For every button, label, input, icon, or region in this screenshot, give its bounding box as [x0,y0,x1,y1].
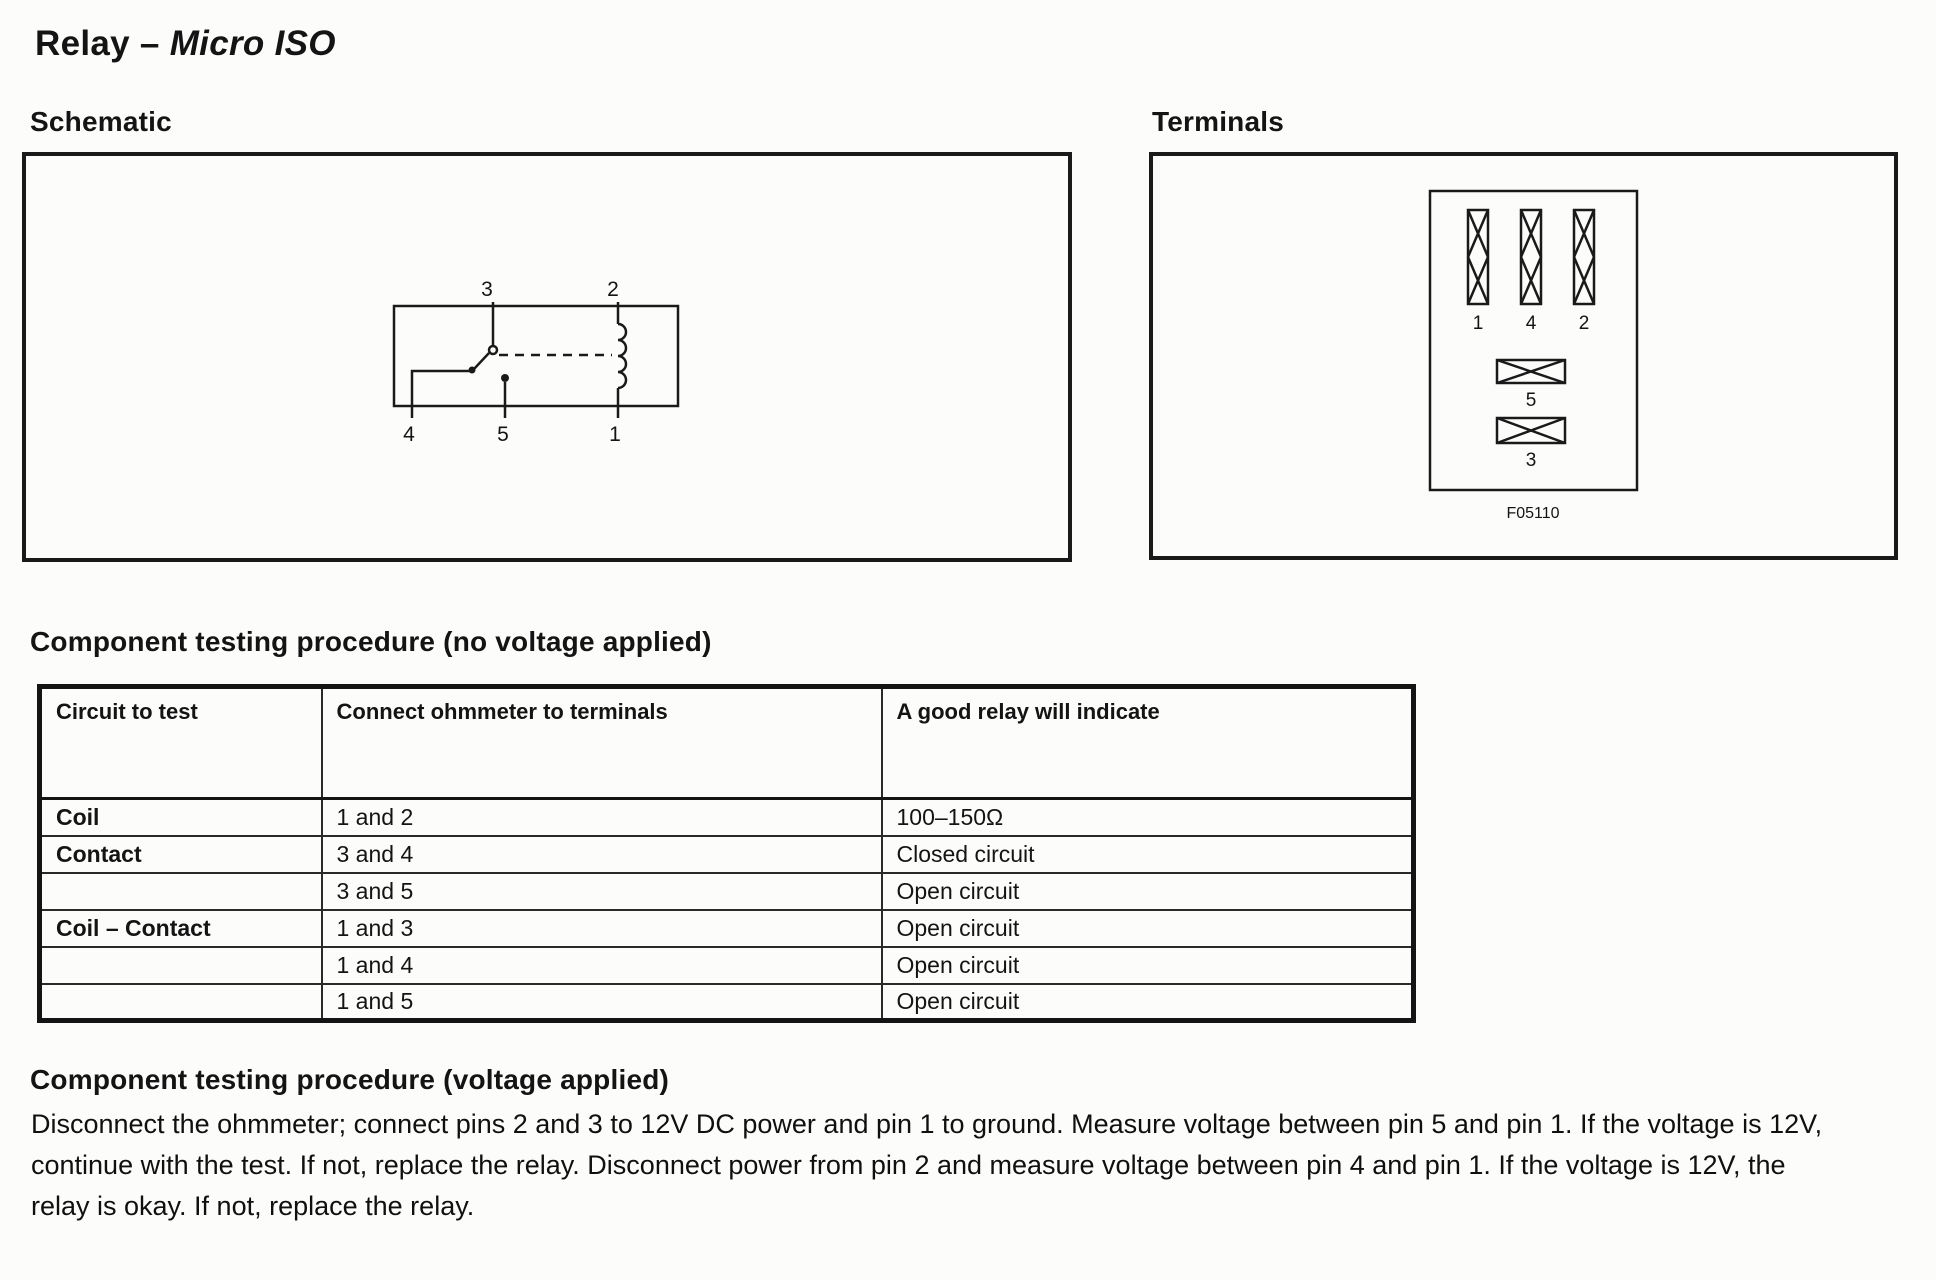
cell-result: Open circuit [880,982,1415,1022]
pin4-lead [410,369,471,418]
cell-terminals: 3 and 5 [320,871,883,911]
terminals-figure: 1 4 2 5 3 F05110 [1149,152,1898,560]
nc-contact-dot [468,366,476,374]
cell-circuit [38,982,323,1022]
terminal-label-5: 5 [1526,390,1537,411]
cell-circuit [38,945,323,985]
terminal-blade-4 [1519,208,1543,306]
col-header-circuit: Circuit to test [38,685,323,800]
terminal-label-1: 1 [1473,313,1484,334]
page-title: Relay – Micro ISO [35,24,336,64]
terminal-label-2: 2 [1579,313,1590,334]
table-row: 3 and 5 Open circuit [38,871,1415,911]
relay-base-outline [1428,189,1639,492]
page-title-prefix: Relay – [35,24,170,63]
cell-circuit: Coil – Contact [38,908,323,948]
relay-terminals-drawing: 1 4 2 5 3 F05110 [1428,189,1639,522]
cell-result: Closed circuit [880,834,1415,874]
terminal-wide-3 [1495,416,1567,445]
terminal-label-3: 3 [1526,450,1537,471]
schematic-heading: Schematic [30,106,172,137]
cell-result: Open circuit [880,908,1415,948]
table-header-row: Circuit to test Connect ohmmeter to term… [38,685,1415,800]
cell-result: Open circuit [880,871,1415,911]
component-testing-table: Circuit to test Connect ohmmeter to term… [37,684,1416,1023]
col-header-result: A good relay will indicate [880,685,1415,800]
cell-result: Open circuit [880,945,1415,985]
table-row: 1 and 5 Open circuit [38,982,1415,1022]
schematic-figure: 3 2 4 5 1 [22,152,1072,562]
table-row: Contact 3 and 4 Closed circuit [38,834,1415,874]
page-title-emphasis: Micro ISO [169,24,336,63]
cell-terminals: 1 and 2 [320,797,883,837]
terminal-label-4: 4 [1526,313,1537,334]
cell-terminals: 1 and 5 [320,982,883,1022]
pin5-label: 5 [497,423,509,446]
table-row: Coil 1 and 2 100–150Ω [38,797,1415,837]
voltage-heading: Component testing procedure (voltage app… [30,1064,670,1095]
col-header-terminals: Connect ohmmeter to terminals [320,685,883,800]
terminal-blade-1 [1466,208,1490,306]
no-contact-dot [501,374,509,382]
relay-schematic-drawing: 3 2 4 5 1 [392,278,680,446]
cell-result: 100–150Ω [880,797,1415,837]
switch-pivot [487,344,499,356]
cell-circuit: Contact [38,834,323,874]
terminal-blade-2 [1572,208,1596,306]
voltage-instructions: Disconnect the ohmmeter; connect pins 2 … [31,1109,1823,1221]
figure-code: F05110 [1506,505,1559,522]
cell-terminals: 3 and 4 [320,834,883,874]
no-voltage-heading: Component testing procedure (no voltage … [30,626,712,657]
cell-circuit: Coil [38,797,323,837]
table-row: 1 and 4 Open circuit [38,945,1415,985]
pin3-label: 3 [481,278,493,301]
relay-body-outline [392,304,680,408]
pin1-label: 1 [609,423,621,446]
terminal-wide-5 [1495,358,1567,385]
cell-terminals: 1 and 3 [320,908,883,948]
cell-terminals: 1 and 4 [320,945,883,985]
table-row: Coil – Contact 1 and 3 Open circuit [38,908,1415,948]
pin4-label: 4 [403,423,415,446]
pin2-label: 2 [607,278,619,301]
terminals-heading: Terminals [1152,106,1284,137]
coil-symbol [617,322,628,390]
cell-circuit [38,871,323,911]
switch-armature [473,352,490,370]
